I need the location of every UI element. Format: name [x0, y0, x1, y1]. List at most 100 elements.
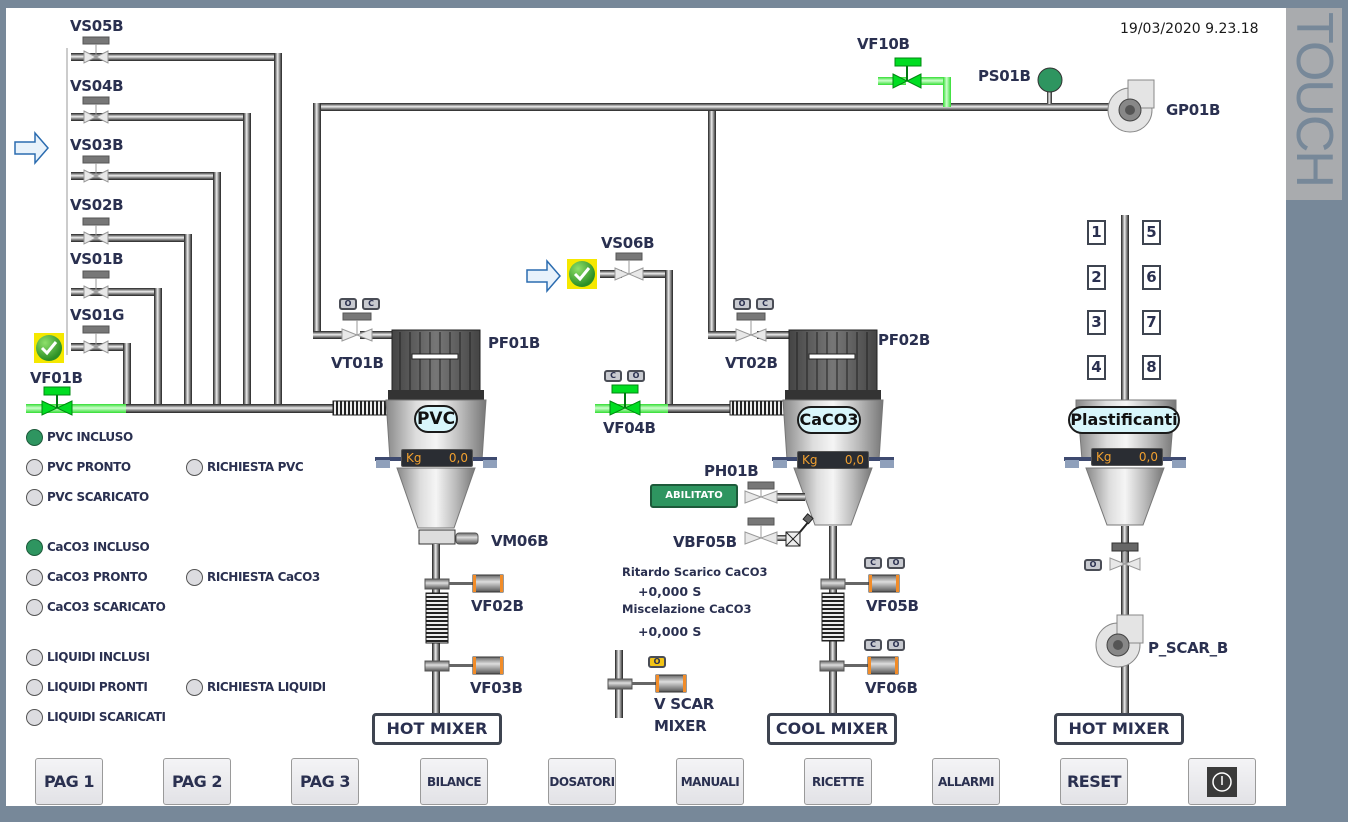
- status-led: [186, 678, 203, 696]
- status-caco3-pronto: CaCO3 PRONTO: [26, 567, 148, 587]
- vf04b-open-button[interactable]: O: [627, 370, 645, 382]
- label-vf04b: VF04B: [603, 419, 656, 437]
- ph01b-status-button[interactable]: ABILITATO: [650, 484, 738, 508]
- label-v-scar-mixer-1: V SCAR: [654, 695, 715, 713]
- label-vs01b: VS01B: [70, 250, 124, 268]
- nav-manuali-button[interactable]: MANUALI: [676, 758, 744, 805]
- status-richiesta-caco3: RICHIESTA CaCO3: [186, 567, 320, 587]
- valve-vbf05b: [744, 517, 778, 545]
- status-label: PVC SCARICATO: [47, 490, 149, 504]
- valve-pscar: [1109, 551, 1141, 571]
- nav-pag3-button[interactable]: PAG 3: [291, 758, 359, 805]
- datetime-display: 19/03/2020 9.23.18: [1120, 21, 1259, 37]
- label-v-scar-mixer-2: MIXER: [654, 717, 707, 735]
- hot-mixer-left[interactable]: HOT MIXER: [372, 713, 502, 745]
- status-label: PVC INCLUSO: [47, 430, 133, 444]
- inlet-arrow-icon-caco3: [526, 258, 561, 294]
- label-vf05b: VF05B: [866, 597, 919, 615]
- status-liquidi-pronti: LIQUIDI PRONTI: [26, 677, 148, 697]
- status-led: [26, 428, 43, 446]
- ritardo-scarico-value[interactable]: +0,000 S: [638, 584, 702, 599]
- label-vf10b: VF10B: [857, 35, 910, 53]
- scale-value: 0,0: [448, 451, 468, 465]
- label-vf01b: VF01B: [30, 369, 83, 387]
- hopper-plastificanti-label: Plastificanti: [1068, 406, 1180, 434]
- status-led: [186, 568, 203, 586]
- nav-bilance-button[interactable]: BILANCE: [420, 758, 488, 805]
- status-led: [26, 568, 43, 586]
- nav-reset-button[interactable]: RESET: [1060, 758, 1128, 805]
- scale-unit: Kg: [1096, 450, 1112, 464]
- pipes-left: [26, 53, 335, 413]
- p-scar-b-pump-graphic: [1095, 614, 1144, 668]
- cool-mixer[interactable]: COOL MIXER: [767, 713, 897, 745]
- liquid-slot-5[interactable]: 5: [1142, 220, 1161, 245]
- vt01b-close-button[interactable]: C: [362, 298, 380, 310]
- status-label: LIQUIDI INCLUSI: [47, 650, 150, 664]
- hopper-caco3-scale: Kg 0,0: [797, 451, 869, 469]
- scale-unit: Kg: [802, 453, 818, 467]
- label-vf02b: VF02B: [471, 597, 524, 615]
- hopper-pvc-graphic: [332, 329, 504, 714]
- status-pvc-pronto: PVC PRONTO: [26, 457, 131, 477]
- status-label: RICHIESTA PVC: [207, 460, 304, 474]
- liquid-slot-3[interactable]: 3: [1087, 310, 1106, 335]
- hopper-pvc-label: PVC: [414, 405, 458, 433]
- v-scar-mixer-open-button[interactable]: O: [648, 656, 666, 668]
- liquid-slot-8[interactable]: 8: [1142, 355, 1161, 380]
- nav-ricette-button[interactable]: RICETTE: [804, 758, 872, 805]
- status-label: LIQUIDI SCARICATI: [47, 710, 166, 724]
- liquid-slot-6[interactable]: 6: [1142, 265, 1161, 290]
- ritardo-scarico-label: Ritardo Scarico CaCO3: [622, 565, 768, 579]
- hopper-plastificanti-scale: Kg 0,0: [1091, 448, 1163, 466]
- vf06b-close-button[interactable]: C: [864, 639, 882, 651]
- nav-allarmi-button[interactable]: ALLARMI: [932, 758, 1000, 805]
- pipes-top: [313, 67, 1128, 339]
- vf04b-close-button[interactable]: C: [604, 370, 622, 382]
- status-led: [26, 488, 43, 506]
- valve-vf04b: [609, 384, 641, 416]
- nav-pag2-button[interactable]: PAG 2: [163, 758, 231, 805]
- vf05b-open-button[interactable]: O: [887, 557, 905, 569]
- pscar-valve-open-button[interactable]: O: [1084, 559, 1102, 571]
- vt02b-close-button[interactable]: C: [756, 298, 774, 310]
- power-button[interactable]: [1188, 758, 1256, 805]
- valve-vs04b: [82, 96, 110, 124]
- label-vs06b: VS06B: [601, 234, 655, 252]
- status-liquidi-scaricati: LIQUIDI SCARICATI: [26, 707, 166, 727]
- inlet-arrow-icon-left: [14, 130, 49, 166]
- valve-vs01g: [82, 325, 110, 354]
- liquid-slot-1[interactable]: 1: [1087, 220, 1106, 245]
- nav-dosatori-button[interactable]: DOSATORI: [548, 758, 616, 805]
- hot-mixer-right[interactable]: HOT MIXER: [1054, 713, 1184, 745]
- liquid-slot-2[interactable]: 2: [1087, 265, 1106, 290]
- label-vm06b: VM06B: [491, 532, 549, 550]
- vt01b-open-button[interactable]: O: [339, 298, 357, 310]
- scale-value: 0,0: [844, 453, 864, 467]
- vf05b-close-button[interactable]: C: [864, 557, 882, 569]
- green-valves: [41, 57, 922, 416]
- liquid-slot-4[interactable]: 4: [1087, 355, 1106, 380]
- label-vf06b: VF06B: [865, 679, 918, 697]
- status-label: RICHIESTA CaCO3: [207, 570, 320, 584]
- valve-vs05b: [82, 36, 110, 64]
- scale-unit: Kg: [406, 451, 422, 465]
- valve-vt02b: [735, 312, 767, 342]
- vf06b-open-button[interactable]: O: [887, 639, 905, 651]
- label-vt02b: VT02B: [725, 354, 778, 372]
- status-caco3-incluso: CaCO3 INCLUSO: [26, 537, 150, 557]
- valve-bodies: [82, 36, 1141, 571]
- label-vs03b: VS03B: [70, 136, 124, 154]
- valve-vt01b: [341, 312, 373, 342]
- status-richiesta-pvc: RICHIESTA PVC: [186, 457, 304, 477]
- miscelazione-value[interactable]: +0,000 S: [638, 624, 702, 639]
- nav-pag1-button[interactable]: PAG 1: [35, 758, 103, 805]
- status-label: CaCO3 INCLUSO: [47, 540, 150, 554]
- valve-vs02b: [82, 217, 110, 245]
- gp01b-blower-graphic: [1107, 79, 1155, 133]
- liquid-slot-7[interactable]: 7: [1142, 310, 1161, 335]
- hopper-caco3-label: CaCO3: [797, 406, 861, 434]
- vt02b-open-button[interactable]: O: [733, 298, 751, 310]
- status-led: [26, 648, 43, 666]
